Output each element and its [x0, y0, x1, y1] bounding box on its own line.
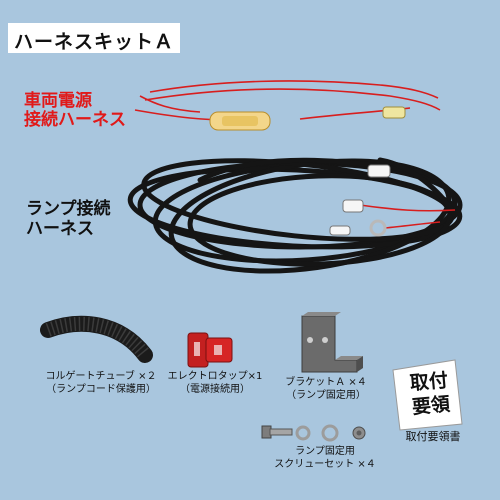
power-harness-label-line2: 接続ハーネス — [24, 110, 126, 130]
bracket-caption-line2: （ランプ固定用） — [286, 390, 366, 401]
page-title: ハーネスキットＡ — [14, 31, 175, 53]
power-connector — [382, 106, 406, 119]
bracket — [301, 312, 363, 373]
tube-caption-line2: （ランプコード保護用） — [46, 384, 156, 395]
lamp-harness-label-line2: ハーネス — [26, 219, 94, 239]
instruction-card — [392, 359, 463, 431]
power-harness-label-line1: 車両電源 — [24, 91, 92, 111]
manual-caption: 取付要領書 — [405, 430, 461, 443]
screw-caption-line2: スクリューセット ×４ — [274, 459, 376, 470]
inline-fuse — [209, 111, 271, 131]
tube-caption-line1: コルゲートチューブ ×２ — [45, 371, 157, 382]
manual-card-text: 取付 要領 — [399, 368, 461, 421]
lamp-harness-red-leads — [359, 204, 456, 229]
title-box — [8, 23, 180, 53]
corrugated-tube — [40, 315, 153, 363]
screw-caption-line1: ランプ固定用 — [295, 446, 355, 457]
manual-card-line2: 要領 — [411, 393, 451, 419]
electro-tap — [187, 332, 233, 368]
bracket-caption-line1: ブラケットＡ ×４ — [285, 377, 367, 388]
screw-set — [261, 424, 366, 442]
harness-connectors — [329, 164, 391, 237]
lamp-harness-coils — [127, 157, 463, 274]
tap-caption-line1: エレクトロタップ×1 — [167, 371, 263, 382]
lamp-harness-label-line1: ランプ接続 — [26, 199, 111, 219]
tap-caption-line2: （電源接続用） — [180, 384, 250, 395]
